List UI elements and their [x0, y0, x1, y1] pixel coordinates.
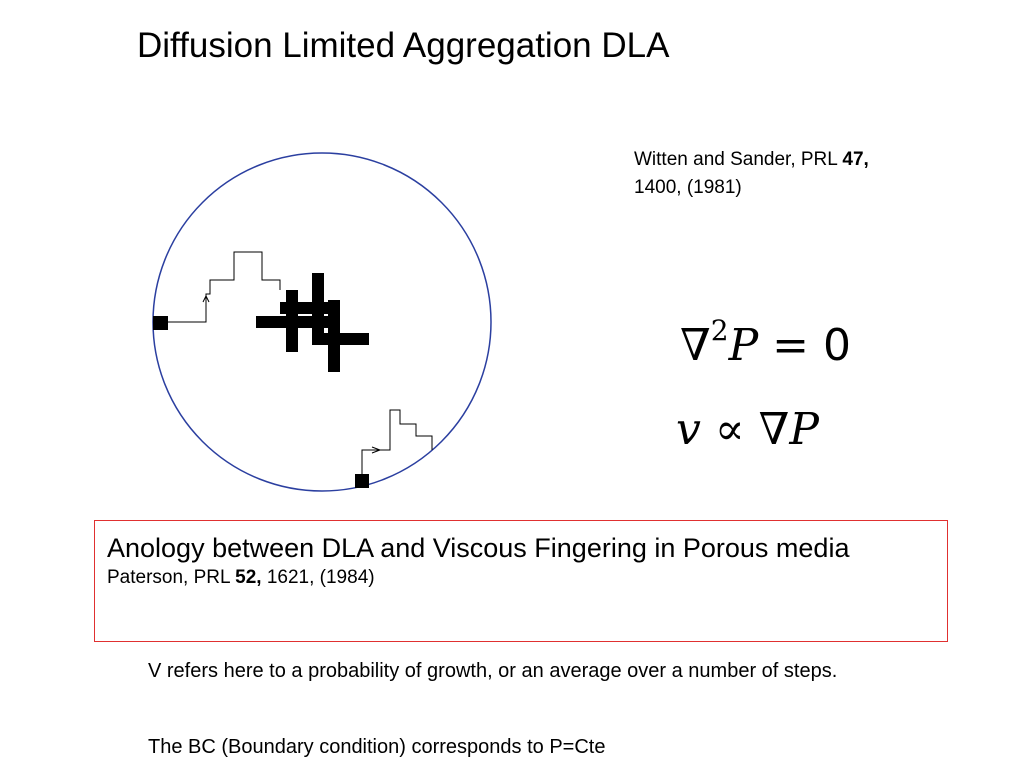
reference-paterson: Paterson, PRL 52, 1621, (1984): [107, 565, 935, 591]
random-walk-path-upper: [162, 251, 281, 323]
velocity-equation: v ∝ ∇P: [676, 404, 819, 456]
aggregate-cluster: [256, 273, 369, 372]
random-walk-path-lower: [361, 409, 433, 480]
paterson-volume: 52,: [235, 567, 262, 588]
paterson-pages-year: 1621, (1984): [261, 567, 375, 588]
nabla-symbol: ∇: [758, 404, 790, 455]
reference-pages-year: 1400, (1981): [634, 177, 742, 198]
exponent: 2: [710, 314, 729, 347]
walk-arrow-upper: [202, 294, 210, 303]
paterson-authors: Paterson, PRL: [107, 567, 236, 588]
pressure-variable: P: [728, 320, 759, 371]
laplace-equation: ∇2P = 0: [680, 305, 851, 372]
zero-value: 0: [823, 320, 852, 371]
walker-particle-lower: [355, 474, 369, 488]
probability-note: V refers here to a probability of growth…: [148, 660, 838, 682]
pressure-variable: P: [789, 404, 819, 455]
analogy-box: Anology between DLA and Viscous Fingerin…: [94, 520, 948, 642]
walker-particle-upper: [153, 316, 168, 330]
reference-authors: Witten and Sander, PRL: [634, 149, 843, 170]
reference-volume: 47,: [842, 149, 869, 170]
equals-sign: =: [758, 320, 824, 371]
reference-witten-sander: Witten and Sander, PRL 47, 1400, (1981): [634, 146, 994, 202]
velocity-variable: v: [676, 404, 701, 455]
boundary-condition-note: The BC (Boundary condition) corresponds …: [148, 736, 606, 758]
dla-diagram: [152, 152, 492, 492]
analogy-heading: Anology between DLA and Viscous Fingerin…: [107, 533, 850, 563]
walk-arrow-lower: [371, 446, 382, 454]
proportional-sign: ∝: [700, 404, 759, 455]
slide-title: Diffusion Limited Aggregation DLA: [137, 26, 670, 65]
nabla-symbol: ∇: [680, 320, 711, 371]
